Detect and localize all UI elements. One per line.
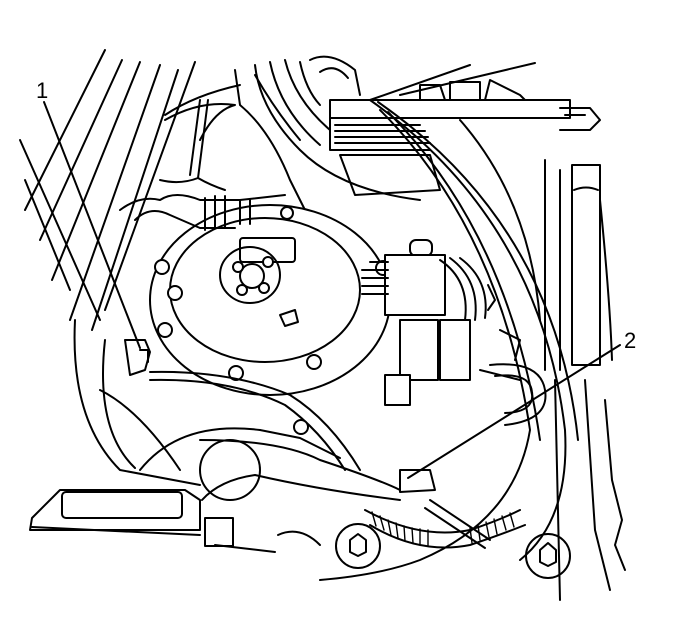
hose-bundle — [254, 55, 421, 201]
fender-lines — [19, 49, 196, 331]
hex-nuts — [335, 523, 571, 579]
callout-2-label: 2 — [624, 328, 637, 353]
callout-leaders — [43, 101, 621, 479]
leader-line-2 — [407, 344, 621, 479]
corrugated-conduit — [364, 469, 526, 549]
right-pipes — [544, 159, 626, 601]
round-cover — [149, 204, 391, 396]
callout-1-label: 1 — [36, 78, 49, 103]
elbow-hose — [119, 194, 286, 231]
battery-tray — [29, 439, 401, 553]
bracket-stalk — [159, 69, 306, 211]
leader-line-1 — [43, 101, 141, 349]
side-connector — [99, 339, 361, 471]
sweeping-cables — [319, 99, 579, 581]
throttle-body — [361, 239, 547, 426]
